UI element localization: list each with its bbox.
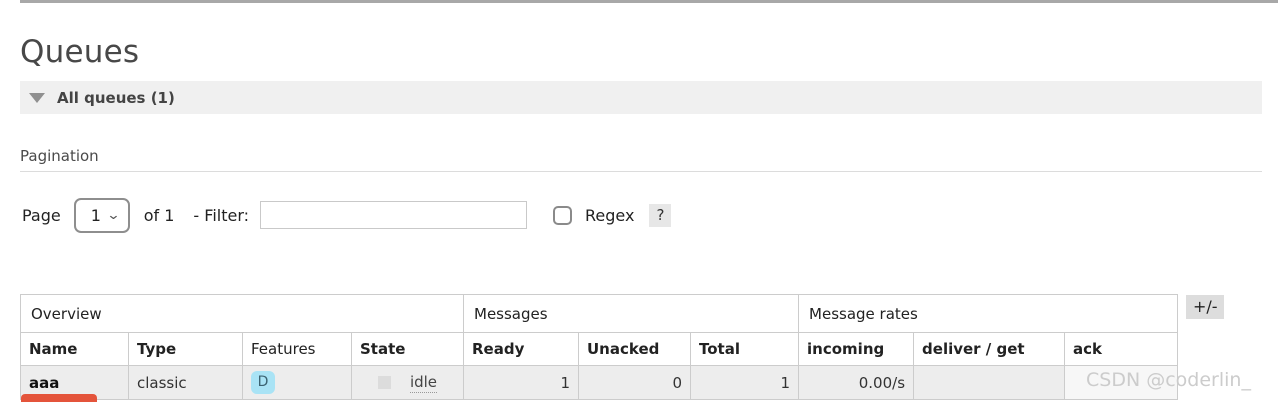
queue-total-cell: 1 (689, 365, 800, 400)
page-select-value: 1 (90, 205, 101, 225)
pagination-heading: Pagination (20, 147, 99, 165)
column-header-incoming[interactable]: incoming (798, 332, 915, 366)
column-header-type[interactable]: Type (128, 332, 243, 366)
section-label: All queues (1) (57, 88, 175, 107)
group-message-rates: Message rates (798, 294, 1179, 333)
queue-unacked-cell: 0 (578, 365, 691, 400)
state-label[interactable]: idle (409, 372, 438, 393)
column-header-features: Features (242, 332, 352, 366)
pagination-divider (20, 171, 1262, 172)
regex-checkbox[interactable] (553, 205, 573, 225)
column-header-total[interactable]: Total (689, 332, 800, 366)
column-selector-button[interactable]: +/- (1186, 295, 1224, 319)
queue-type-cell: classic (128, 365, 243, 400)
page-title: Queues (20, 34, 140, 70)
table-row: aaa classic D idle 1 0 1 0.00/s (20, 365, 1179, 400)
column-header-unacked[interactable]: Unacked (578, 332, 691, 366)
column-header-ready[interactable]: Ready (463, 332, 579, 366)
group-overview: Overview (20, 294, 464, 333)
regex-label: Regex (585, 205, 635, 225)
column-header-deliver-get[interactable]: deliver / get (913, 332, 1066, 366)
page-select[interactable]: 1 ⌄ (73, 197, 130, 233)
queue-incoming-rate-cell: 0.00/s (798, 365, 915, 400)
chevron-down-icon: ⌄ (106, 207, 121, 223)
queue-ready-cell: 1 (463, 365, 579, 400)
queue-state-cell: idle (351, 365, 464, 400)
collapse-triangle-icon (29, 92, 45, 103)
filter-input[interactable] (260, 201, 528, 229)
red-highlight-bar (21, 394, 97, 402)
state-indicator-icon (377, 376, 391, 389)
column-header-name[interactable]: Name (20, 332, 129, 366)
filter-label: - Filter: (193, 205, 250, 225)
column-header-ack[interactable]: ack (1064, 332, 1179, 366)
queue-ack-cell (1064, 365, 1179, 400)
page-label: Page (22, 205, 61, 225)
page-count-label: of 1 (143, 205, 175, 225)
table-group-header-row: Overview Messages Message rates (20, 294, 1179, 333)
queue-deliver-get-cell (913, 365, 1066, 400)
regex-help-button[interactable]: ? (649, 203, 672, 227)
column-header-state[interactable]: State (351, 332, 464, 366)
group-messages: Messages (462, 294, 800, 333)
all-queues-section-toggle[interactable]: All queues (1) (20, 81, 1262, 114)
pagination-controls: Page 1 ⌄ of 1 - Filter: Regex ? (22, 197, 1278, 233)
top-divider (20, 0, 1278, 3)
queue-features-cell: D (242, 365, 352, 400)
queues-table: Overview Messages Message rates Name Typ… (20, 294, 1179, 400)
table-header-row: Name Type Features State Ready Unacked T… (20, 332, 1179, 366)
durable-feature-badge[interactable]: D (251, 371, 275, 394)
